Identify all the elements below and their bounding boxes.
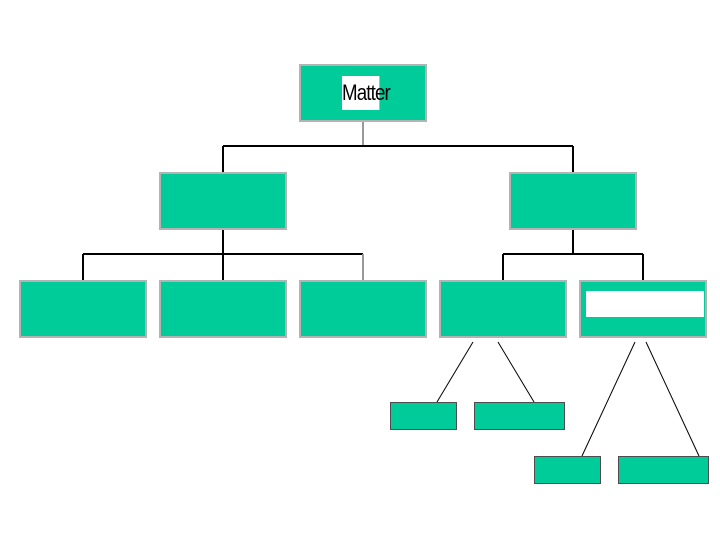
node-level1-left [159,172,287,230]
node-level3-3 [534,456,601,484]
root-label: Matter [342,76,391,110]
node-level1-right [509,172,637,230]
node-level2-1 [19,280,147,338]
blank-label-box [586,291,704,317]
node-level2-2 [159,280,287,338]
node-level3-1 [390,402,457,430]
node-level3-2 [474,402,565,430]
node-level2-5 [579,280,707,338]
node-root-matter: Matter [299,64,427,122]
node-level2-3 [299,280,427,338]
node-level2-4 [439,280,567,338]
node-level3-4 [618,456,709,484]
